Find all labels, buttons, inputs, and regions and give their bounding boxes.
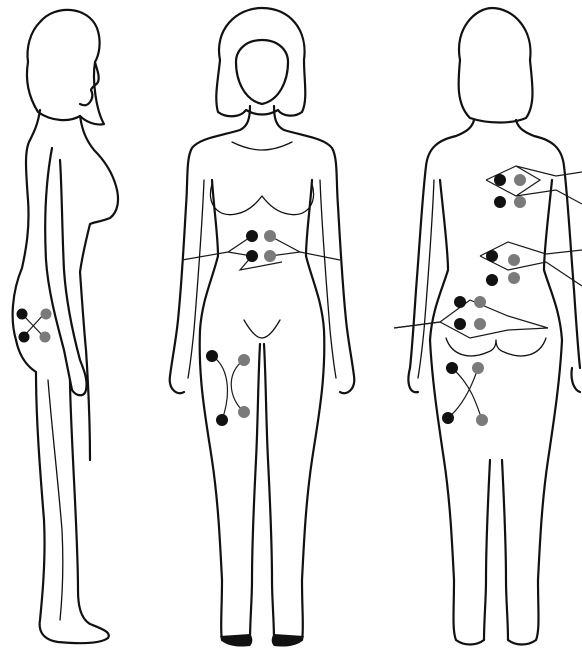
front-view-figure bbox=[170, 8, 355, 647]
back-buttock-electrodes bbox=[394, 296, 548, 338]
back-buttock-electrode-black-top bbox=[454, 296, 466, 308]
back-thigh-electrodes bbox=[442, 362, 488, 426]
back-upper-electrode-gray-top bbox=[514, 174, 526, 186]
front-thigh-electrode-black-top bbox=[206, 350, 218, 362]
back-buttock-electrode-gray-top bbox=[474, 296, 486, 308]
front-thigh-electrode-gray-top bbox=[238, 354, 250, 366]
front-crotch bbox=[244, 320, 280, 338]
back-upper-electrode-black-top bbox=[494, 174, 506, 186]
back-upper-electrode-black-bottom bbox=[494, 196, 506, 208]
front-abdomen-electrodes bbox=[182, 230, 340, 270]
front-collarbone bbox=[232, 142, 292, 150]
back-thigh-electrode-black-bottom bbox=[442, 412, 454, 424]
front-electrode-gray-bottom bbox=[264, 250, 276, 262]
front-neck-shoulders bbox=[170, 106, 250, 393]
back-buttock-wire-a bbox=[394, 300, 548, 328]
side-view-figure bbox=[13, 10, 118, 643]
front-foot-right bbox=[272, 634, 304, 647]
back-hand-right bbox=[571, 368, 580, 392]
front-thigh-wire-a bbox=[212, 356, 227, 420]
front-electrode-gray-top bbox=[264, 230, 276, 242]
front-thigh-electrode-black-bottom bbox=[216, 414, 228, 426]
front-torso-right bbox=[264, 180, 324, 645]
front-electrode-black-bottom bbox=[246, 250, 258, 262]
back-buttock-electrode-gray-bottom bbox=[474, 318, 486, 330]
back-upper-electrode-gray-bottom bbox=[514, 196, 526, 208]
back-shoulder-left bbox=[408, 120, 474, 392]
back-thigh-electrode-black-top bbox=[446, 362, 458, 374]
back-arm-inner-left bbox=[418, 180, 434, 378]
side-hair bbox=[27, 10, 104, 125]
back-lower-electrode-black-bottom bbox=[486, 274, 498, 286]
side-front-body bbox=[80, 116, 118, 460]
side-electrode-black-bottom bbox=[19, 332, 30, 343]
back-buttocks bbox=[446, 338, 546, 356]
back-hair bbox=[459, 8, 533, 123]
back-lower-electrode-gray-bottom bbox=[508, 272, 520, 284]
back-buttock-electrode-black-bottom bbox=[454, 318, 466, 330]
front-foot-left bbox=[220, 634, 252, 647]
back-torso-left bbox=[430, 180, 490, 645]
back-lower-electrode-black-top bbox=[486, 250, 498, 262]
front-electrode-black-top bbox=[246, 230, 258, 242]
back-shoulder-right bbox=[516, 120, 580, 368]
back-thigh-electrode-gray-bottom bbox=[476, 414, 488, 426]
front-thigh-electrode-gray-bottom bbox=[238, 406, 250, 418]
back-thigh-wire-b bbox=[448, 368, 478, 418]
front-torso-left bbox=[200, 180, 260, 645]
back-view-figure bbox=[394, 8, 582, 645]
side-leg-line bbox=[48, 380, 63, 620]
back-buttock-wire-b bbox=[394, 322, 548, 338]
side-electrode-black-top bbox=[17, 309, 28, 320]
side-electrode-gray-top bbox=[41, 309, 52, 320]
front-arm-inner-right bbox=[320, 180, 336, 378]
front-thigh-electrodes bbox=[206, 350, 250, 426]
side-electrode-gray-bottom bbox=[40, 332, 51, 343]
front-thigh-wire-b bbox=[231, 360, 244, 412]
back-lower-electrode-gray-top bbox=[508, 254, 520, 266]
back-thigh-electrode-gray-top bbox=[472, 362, 484, 374]
front-bust bbox=[210, 184, 313, 215]
side-electrode-pair bbox=[17, 309, 52, 343]
front-arm-inner-left bbox=[188, 180, 204, 378]
back-lower-electrodes bbox=[480, 242, 582, 286]
front-neck-shoulders-right bbox=[274, 106, 354, 393]
